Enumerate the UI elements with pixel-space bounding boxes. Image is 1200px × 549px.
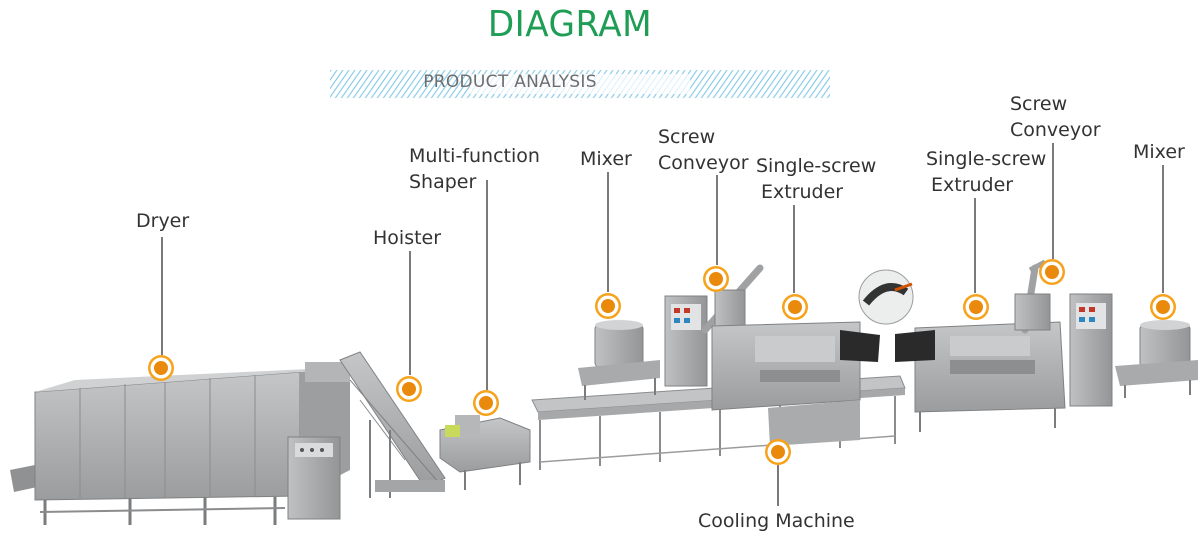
mixer-right-machine xyxy=(1115,320,1198,398)
hotspot-marker-screw-conveyor-right[interactable] xyxy=(1039,259,1065,285)
hotspot-marker-shaper[interactable] xyxy=(473,390,499,416)
page-title: DIAGRAM xyxy=(487,4,653,45)
extruder-right-machine xyxy=(895,321,1066,432)
control-cabinet-left xyxy=(664,295,708,387)
hotspot-marker-mixer-left[interactable] xyxy=(595,293,621,319)
label-extruder-left-line2: Extruder xyxy=(761,181,844,203)
hotspot-marker-cooling-machine[interactable] xyxy=(765,439,791,465)
label-hoister: Hoister xyxy=(373,227,442,249)
label-extruder-left-line1: Single-screw xyxy=(756,155,877,177)
extruder-left-machine xyxy=(711,321,880,446)
control-cabinet-right xyxy=(1069,293,1113,407)
label-screw-conveyor-right-line1: Screw xyxy=(1010,93,1068,115)
label-extruder-right-line1: Single-screw xyxy=(926,148,1047,170)
mixer-left-machine xyxy=(578,320,660,400)
control-cabinet-dryer xyxy=(287,436,341,520)
label-dryer: Dryer xyxy=(136,210,190,232)
leader-lines xyxy=(161,143,1164,506)
page-subtitle: PRODUCT ANALYSIS xyxy=(423,72,597,92)
label-shaper-line2: Shaper xyxy=(409,171,477,193)
hotspot-marker-mixer-right[interactable] xyxy=(1150,294,1176,320)
label-screw-conveyor-left-line2: Conveyor xyxy=(658,152,749,174)
hotspot-marker-hoister[interactable] xyxy=(396,376,422,402)
die-detail-badge xyxy=(858,269,914,325)
label-extruder-right-line2: Extruder xyxy=(931,174,1014,196)
label-mixer-right: Mixer xyxy=(1133,141,1185,163)
hotspot-marker-extruder-right[interactable] xyxy=(963,294,989,320)
label-shaper-line1: Multi-function xyxy=(409,145,540,167)
shaper-machine xyxy=(439,415,531,490)
screw-conveyor-left-machine xyxy=(701,264,764,334)
label-mixer-left: Mixer xyxy=(580,148,632,170)
hotspot-marker-dryer[interactable] xyxy=(148,355,174,381)
screw-conveyor-right-machine xyxy=(1014,259,1051,334)
hotspot-marker-extruder-left[interactable] xyxy=(782,294,808,320)
label-cooling-machine: Cooling Machine xyxy=(698,510,855,532)
hoister-machine xyxy=(339,351,446,498)
hotspot-marker-screw-conveyor-left[interactable] xyxy=(703,266,729,292)
label-screw-conveyor-left-line1: Screw xyxy=(658,126,716,148)
label-screw-conveyor-right-line2: Conveyor xyxy=(1010,119,1101,141)
subtitle-hatch-band xyxy=(330,70,830,98)
